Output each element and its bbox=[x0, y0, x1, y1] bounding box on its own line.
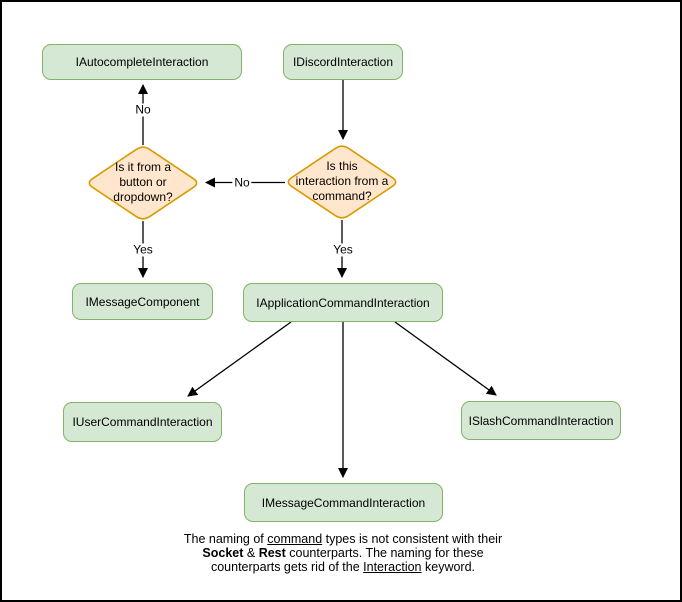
decision-button-dropdown-label: Is it from a button or dropdown? bbox=[88, 160, 198, 205]
naming-note-line1: The naming of command types is not consi… bbox=[183, 532, 503, 546]
naming-note-line3: counterparts gets rid of the Interaction… bbox=[210, 560, 476, 574]
node-idiscordinteraction: IDiscordInteraction bbox=[283, 44, 403, 80]
edge-label-yes-left: Yes bbox=[131, 242, 155, 257]
bold-socket: Socket bbox=[202, 546, 244, 560]
decision-line: Is this bbox=[326, 159, 358, 173]
edge-label-yes-right: Yes bbox=[331, 242, 355, 257]
edge-label-no-left: No bbox=[232, 175, 252, 190]
node-iapplicationcommandinteraction: IApplicationCommandInteraction bbox=[243, 283, 443, 322]
node-iautocompleteinteraction: IAutocompleteInteraction bbox=[42, 44, 242, 80]
decision-line: dropdown? bbox=[113, 190, 173, 204]
edge-label-no-up: No bbox=[133, 102, 153, 117]
arrow-appcmd-to-usercmd bbox=[187, 321, 292, 397]
underlined-interaction: Interaction bbox=[363, 560, 422, 574]
node-imessagecommandinteraction: IMessageCommandInteraction bbox=[244, 483, 443, 522]
decision-from-command-label: Is this interaction from a command? bbox=[287, 159, 397, 204]
bold-rest: Rest bbox=[258, 546, 286, 560]
node-islashcommandinteraction: ISlashCommandInteraction bbox=[461, 401, 621, 440]
underlined-command: command bbox=[267, 532, 323, 546]
naming-note: The naming of command types is not consi… bbox=[133, 532, 553, 574]
node-imessagecomponent: IMessageComponent bbox=[72, 283, 213, 320]
decision-line: interaction from a bbox=[295, 174, 389, 188]
arrow-appcmd-to-slashcmd bbox=[394, 321, 497, 396]
decision-line: command? bbox=[312, 189, 372, 203]
decision-line: button or bbox=[119, 175, 167, 189]
naming-note-line2: Socket & Rest counterparts. The naming f… bbox=[202, 546, 484, 560]
decision-line: Is it from a bbox=[114, 160, 171, 174]
node-iusercommandinteraction: IUserCommandInteraction bbox=[63, 402, 222, 442]
